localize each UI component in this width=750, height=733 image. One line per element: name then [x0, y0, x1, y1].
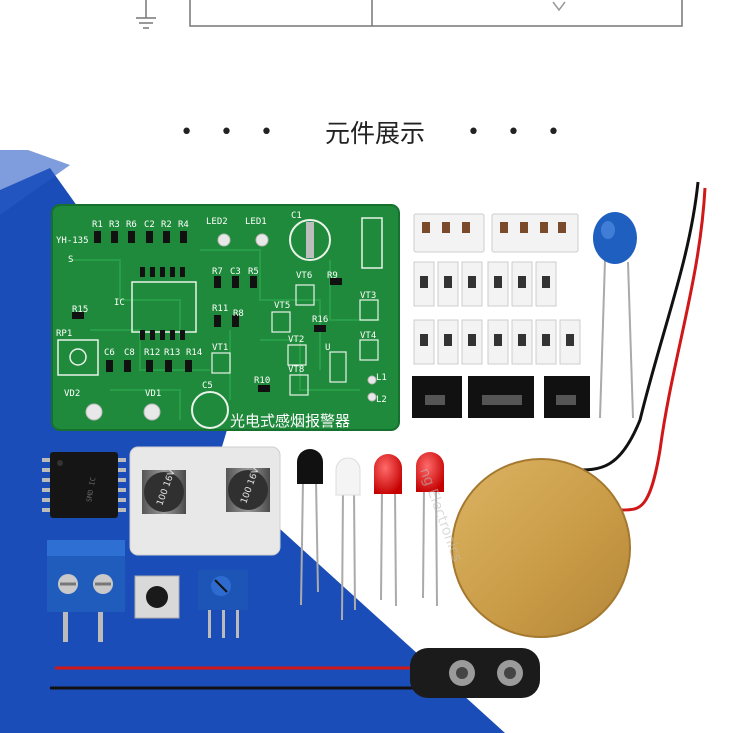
- section-heading: • • • 元件展示 • • •: [0, 112, 750, 152]
- svg-text:VT4: VT4: [360, 331, 376, 341]
- svg-text:C5: C5: [202, 381, 213, 391]
- piezo-buzzer: [451, 458, 631, 638]
- svg-text:R8: R8: [233, 309, 244, 319]
- trimmer-potentiometer: [198, 570, 248, 638]
- svg-text:R6: R6: [126, 220, 137, 230]
- led-white: [335, 457, 361, 621]
- svg-text:R15: R15: [72, 305, 88, 315]
- svg-text:VD2: VD2: [64, 389, 80, 399]
- svg-text:VT2: VT2: [288, 335, 304, 345]
- svg-text:R14: R14: [186, 348, 202, 358]
- led-black: [297, 449, 323, 606]
- svg-text:C6: C6: [104, 348, 115, 358]
- right-dots: • • •: [467, 119, 570, 145]
- svg-text:C3: C3: [230, 267, 241, 277]
- svg-text:S: S: [68, 255, 73, 265]
- terminal-block: [47, 540, 125, 642]
- svg-text:R16: R16: [312, 315, 328, 325]
- svg-text:C2: C2: [144, 220, 155, 230]
- svg-text:R7: R7: [212, 267, 223, 277]
- smd-strips: [413, 213, 581, 365]
- led-red-1: [374, 454, 402, 607]
- ceramic-capacitor: [593, 212, 637, 419]
- svg-text:LED1: LED1: [245, 217, 267, 227]
- electrolytic-capacitors: 100 16V 100 16V: [129, 446, 281, 556]
- svg-text:VT3: VT3: [360, 291, 376, 301]
- svg-text:R5: R5: [248, 267, 259, 277]
- svg-text:VT6: VT6: [296, 271, 312, 281]
- svg-text:R9: R9: [327, 271, 338, 281]
- schematic-fragment: [136, 0, 683, 29]
- svg-text:R2: R2: [161, 220, 172, 230]
- pcb-model-label: YH-135: [56, 236, 89, 246]
- svg-text:L1: L1: [376, 373, 387, 383]
- svg-text:VT8: VT8: [288, 365, 304, 375]
- svg-text:VT1: VT1: [212, 343, 228, 353]
- svg-text:U: U: [325, 343, 330, 353]
- svg-text:R3: R3: [109, 220, 120, 230]
- led-red-2: [416, 452, 444, 607]
- svg-text:VT5: VT5: [274, 301, 290, 311]
- section-title: 元件展示: [324, 119, 425, 148]
- left-dots: • • •: [180, 119, 283, 145]
- svg-text:L2: L2: [376, 395, 387, 405]
- sop-ic-chip: SMD IC: [42, 452, 126, 518]
- svg-text:IC: IC: [114, 298, 125, 308]
- svg-text:C1: C1: [291, 211, 302, 221]
- svg-text:R1: R1: [92, 220, 103, 230]
- push-button: [134, 575, 180, 619]
- svg-text:LED2: LED2: [206, 217, 228, 227]
- svg-text:R13: R13: [164, 348, 180, 358]
- svg-text:VD1: VD1: [145, 389, 161, 399]
- svg-text:RP1: RP1: [56, 329, 72, 339]
- svg-text:R4: R4: [178, 220, 189, 230]
- svg-text:R11: R11: [212, 304, 228, 314]
- pcb-product-name: 光电式感烟报警器: [230, 412, 350, 430]
- svg-text:R12: R12: [144, 348, 160, 358]
- svg-text:R10: R10: [254, 376, 270, 386]
- sot-strips: [412, 376, 590, 418]
- battery-clip: [410, 648, 540, 698]
- svg-text:C8: C8: [124, 348, 135, 358]
